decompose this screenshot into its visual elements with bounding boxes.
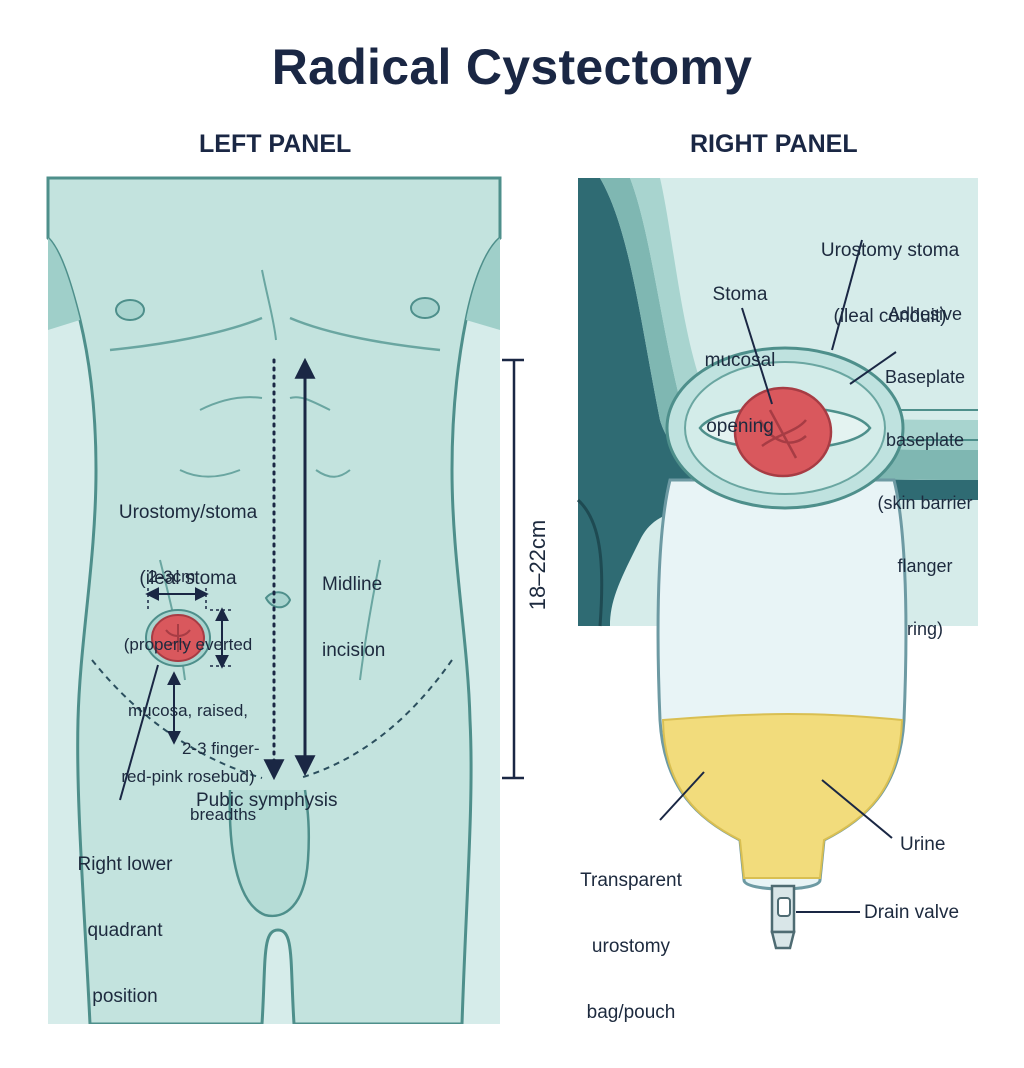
midline-incision-label: Midline incision: [322, 574, 386, 661]
mucosal-opening-label: Stoma mucosal opening: [704, 284, 776, 437]
right-nipple: [410, 297, 440, 319]
incision-length-label: 18–22cm: [525, 519, 550, 611]
finger-breadths-label: 2-3 finger- breadths: [182, 739, 260, 824]
body-wall: [578, 178, 978, 626]
stoma-size-label: 2-3cm: [148, 567, 196, 586]
illustration: [46, 176, 978, 1024]
left-panel: [46, 176, 502, 1024]
stoma-label-left: Urostomy/stoma (ileal stoma (properly ev…: [118, 502, 258, 786]
groin: [228, 789, 311, 918]
drain-valve-label: Drain valve: [864, 902, 960, 923]
stoma-label-right: Urostomy stoma (ileal conduit): [820, 240, 960, 327]
pubic-symphysis-label: Pubic symphysis: [196, 790, 338, 811]
baseplate-label: Adhesive Baseplate baseplate (skin barri…: [877, 304, 973, 639]
left-panel-heading: LEFT PANEL: [199, 130, 352, 158]
right-panel-heading: RIGHT PANEL: [690, 130, 858, 158]
diagram: Radical Cystectomy LEFT PANEL RIGHT PANE…: [46, 39, 978, 1024]
quadrant-label: Right lower quadrant position: [77, 854, 173, 1007]
urine-fill: [661, 713, 904, 879]
left-nipple: [115, 299, 145, 321]
page-title: Radical Cystectomy: [271, 39, 753, 95]
length-bracket: [502, 358, 524, 780]
bag-label: Transparent urostomy bag/pouch: [580, 870, 682, 1023]
right-panel: [576, 178, 978, 950]
urine-label: Urine: [900, 834, 946, 855]
